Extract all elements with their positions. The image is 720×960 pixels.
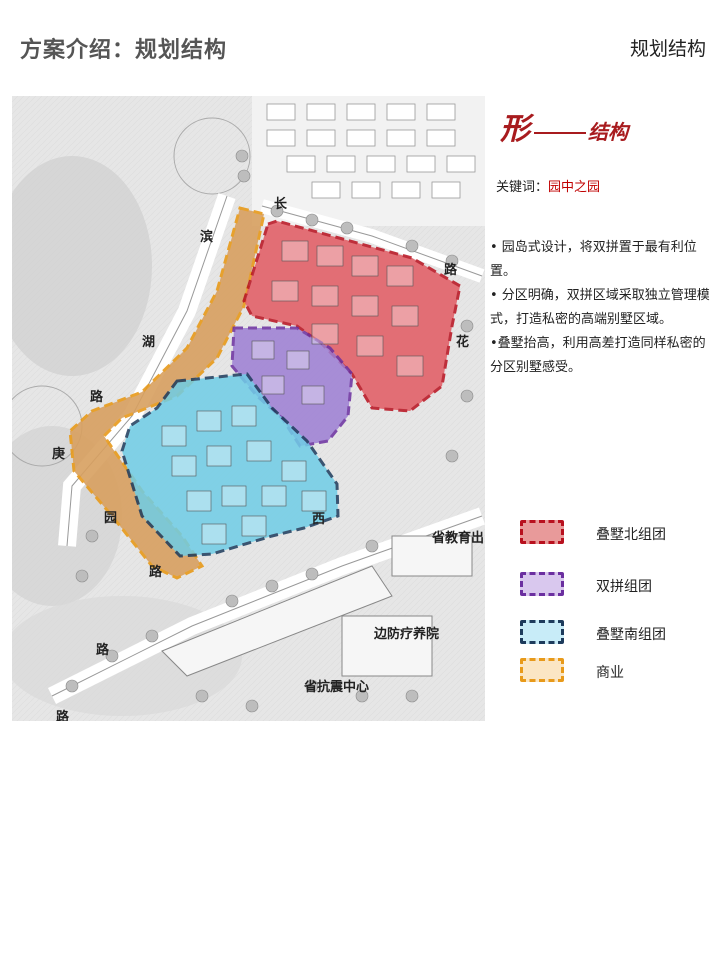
- label-binhu-1: 滨: [200, 229, 213, 245]
- heading-form-char: 形: [500, 112, 530, 147]
- page-title: 方案介绍：规划结构: [20, 38, 228, 63]
- label-changhua-2: 路: [444, 262, 458, 278]
- terrain-shade: [12, 156, 152, 376]
- heading-structure: 结构: [588, 120, 628, 144]
- duplex-zone: [230, 326, 354, 448]
- legend-swatch: [520, 572, 564, 596]
- legend-swatch: [520, 520, 564, 544]
- south-townhouse-zone: [120, 372, 340, 558]
- bullet-item: •叠墅抬高，利用高差打造同样私密的分区别墅感受。: [490, 336, 706, 375]
- keywords-label: 关键词：: [496, 180, 549, 195]
- page-subtitle: 规划结构: [629, 38, 706, 60]
- legend-label: 叠墅南组团: [596, 627, 666, 643]
- label-education-bureau: 省教育出: [431, 530, 484, 546]
- bullet-item: • 分区明确，双拼区域采取独立管理模式，打造私密的高端别墅区域。: [490, 288, 710, 327]
- site-plan-map: 滨 湖 路 庚 园 路 长 路 花 西 省教育出 边防疗养院 省抗震中心 路 路: [12, 96, 485, 721]
- legend-item-commerce: 商业: [520, 658, 720, 688]
- legend-label: 商业: [596, 665, 624, 681]
- label-road-bottom-left: 路: [96, 642, 110, 658]
- label-binhu-2: 湖: [142, 335, 155, 350]
- label-road-bottom: 路: [56, 709, 70, 721]
- legend-swatch: [520, 620, 564, 644]
- legend-item-north: 叠墅北组团: [520, 520, 720, 550]
- legend-swatch: [520, 658, 564, 682]
- bullet-item: • 园岛式设计，将双拼置于最有利位置。: [490, 240, 697, 279]
- label-sanatorium: 边防疗养院: [373, 626, 439, 642]
- street-trees: [65, 149, 474, 713]
- legend-label: 叠墅北组团: [596, 527, 666, 543]
- north-housing-blocks: [266, 103, 476, 199]
- label-gengyuan-1: 庚: [52, 446, 65, 462]
- label-xi: 西: [312, 512, 325, 527]
- label-binhu-3: 路: [90, 389, 104, 405]
- heading-dash: [534, 131, 586, 134]
- label-changhua-1: 长: [274, 196, 288, 212]
- legend-item-duplex: 双拼组团: [520, 572, 720, 602]
- legend-item-south: 叠墅南组团: [520, 620, 720, 650]
- label-gengyuan-3: 路: [149, 564, 163, 580]
- description-bullets: • 园岛式设计，将双拼置于最有利位置。 • 分区明确，双拼区域采取独立管理模式，…: [490, 236, 718, 380]
- label-earthquake-center: 省抗震中心: [303, 679, 369, 695]
- legend-label: 双拼组团: [596, 579, 652, 595]
- label-changhua-3: 花: [456, 334, 469, 350]
- villa-blocks: [161, 240, 424, 545]
- keywords-value: 园中之园: [548, 180, 601, 195]
- label-gengyuan-2: 园: [104, 511, 117, 526]
- south-buildings: [161, 535, 473, 677]
- style-heading: 形 结构: [500, 104, 628, 148]
- keywords-line: 关键词：园中之园: [496, 176, 600, 195]
